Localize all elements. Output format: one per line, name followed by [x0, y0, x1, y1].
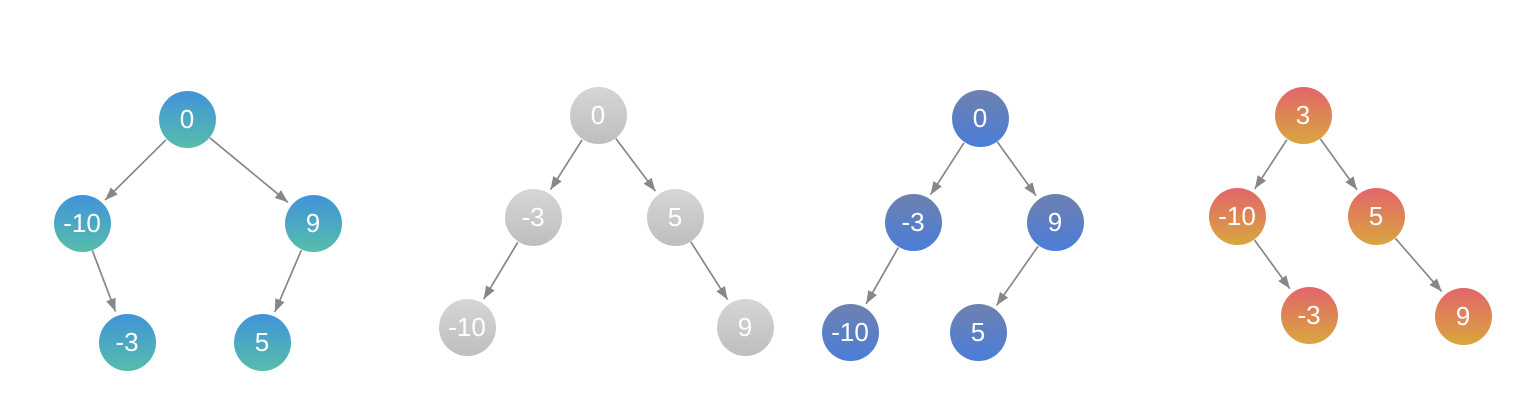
tree-2-node-0: 0 — [569, 86, 627, 144]
tree-node-value: 3 — [1295, 100, 1311, 130]
tree-3-node--10: -10 — [821, 303, 879, 361]
tree-2-node--10: -10 — [438, 298, 496, 356]
tree-3-node-5: 5 — [949, 303, 1007, 361]
tree-node-value: 0 — [179, 104, 195, 134]
tree-4[interactable]: 3 -10 5 -3 9 — [1203, 81, 1498, 351]
tree-1[interactable]: 0 -10 9 -3 5 — [48, 85, 348, 377]
tree-4-node-9: 9 — [1434, 287, 1492, 345]
tree-node-value: -3 — [521, 202, 545, 232]
tree-node-value: -10 — [1218, 201, 1256, 231]
tree-1-node-0: 0 — [158, 90, 216, 148]
tree-2-node-5: 5 — [646, 188, 704, 246]
tree-1-node-9: 9 — [284, 194, 342, 252]
tree-3-node--3: -3 — [884, 193, 942, 251]
tree-4-node-3: 3 — [1274, 86, 1332, 144]
tree-node-value: -3 — [1297, 300, 1321, 330]
tree-node-value: -3 — [901, 207, 925, 237]
tree-3-node-9: 9 — [1026, 193, 1084, 251]
tree-2[interactable]: 0 -3 5 -10 9 — [433, 81, 780, 362]
tree-4-node--3: -3 — [1280, 286, 1338, 344]
tree-4-node-5: 5 — [1347, 187, 1405, 245]
tree-node-value: 9 — [737, 312, 753, 342]
tree-node-value: 0 — [972, 103, 988, 133]
tree-node-value: 0 — [590, 100, 606, 130]
tree-node-value: 5 — [970, 317, 986, 347]
tree-node-value: 9 — [305, 208, 321, 238]
tree-node-value: 5 — [667, 202, 683, 232]
tree-node-value: -10 — [63, 208, 101, 238]
tree-node-value: -10 — [448, 312, 486, 342]
tree-node-value: 9 — [1047, 207, 1063, 237]
tree-node-value: 9 — [1455, 301, 1471, 331]
tree-node-value: -10 — [831, 317, 869, 347]
tree-node-value: 5 — [254, 327, 270, 357]
tree-3[interactable]: 0 -3 9 -10 5 — [816, 84, 1090, 367]
tree-node-value: 5 — [1368, 201, 1384, 231]
tree-3-node-0: 0 — [951, 89, 1009, 147]
tree-1-node--3: -3 — [98, 313, 156, 371]
tree-2-node--3: -3 — [504, 188, 562, 246]
tree-4-node--10: -10 — [1208, 187, 1266, 245]
tree-1-node--10: -10 — [53, 194, 111, 252]
tree-node-value: -3 — [115, 327, 139, 357]
tree-2-node-9: 9 — [716, 298, 774, 356]
tree-1-node-5: 5 — [233, 313, 291, 371]
